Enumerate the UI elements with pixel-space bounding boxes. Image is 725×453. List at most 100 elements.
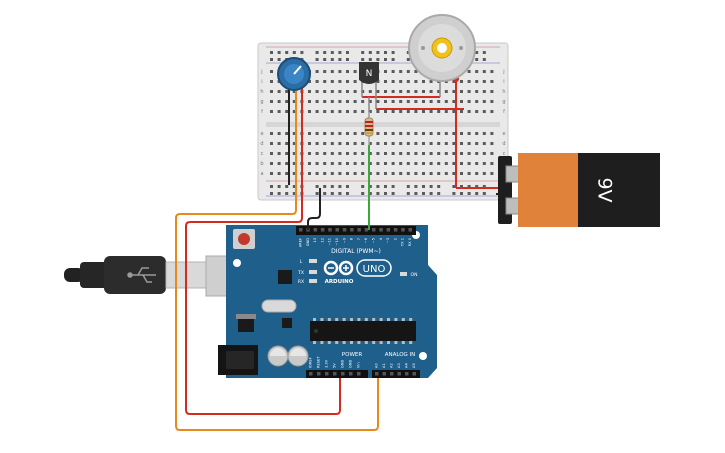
rail-hole (391, 192, 395, 195)
breadboard-hole (368, 90, 372, 93)
row-letter: g (260, 99, 263, 105)
chip-pin (313, 341, 316, 344)
breadboard-hole (482, 80, 486, 83)
rail-hole (429, 192, 433, 195)
breadboard-hole (429, 100, 433, 103)
breadboard-hole (414, 100, 418, 103)
breadboard-hole (490, 142, 494, 145)
breadboard-hole (277, 142, 281, 145)
breadboard-hole (475, 80, 479, 83)
breadboard-hole (482, 90, 486, 93)
breadboard-hole (422, 110, 425, 113)
breadboard-hole (338, 100, 342, 103)
breadboard-hole (391, 90, 395, 93)
breadboard-hole (308, 152, 311, 155)
chip-pin (364, 341, 368, 344)
breadboard-hole (330, 110, 334, 113)
analog-pin (382, 372, 386, 376)
rail-hole (285, 51, 289, 54)
breadboard-hole (444, 152, 448, 155)
breadboard-hole (399, 110, 403, 113)
usb-icon (127, 267, 156, 283)
breadboard-hole (353, 110, 357, 113)
breadboard-hole (460, 162, 463, 165)
breadboard-hole (323, 132, 327, 135)
breadboard-hole (422, 100, 425, 103)
breadboard-hole (429, 80, 433, 83)
breadboard-hole (315, 152, 319, 155)
breadboard-hole (406, 132, 410, 135)
reset-button-cap[interactable] (238, 233, 250, 245)
rail-hole (292, 192, 296, 195)
power-pin-label: GND (341, 360, 345, 368)
breadboard-hole (460, 172, 463, 175)
breadboard-hole (384, 162, 387, 165)
breadboard-hole (308, 172, 311, 175)
row-letter: h (502, 89, 505, 95)
breadboard-hole (391, 162, 395, 165)
digital-pin-label: ~9 (342, 237, 346, 243)
chip-pin (394, 341, 398, 344)
breadboard-hole (429, 132, 433, 135)
breadboard-hole (406, 80, 410, 83)
row-letter: d (260, 141, 263, 147)
rail-hole (376, 185, 380, 188)
breadboard-hole (285, 110, 289, 113)
battery-voltage-label: 9V (594, 177, 616, 202)
rail-hole (315, 51, 319, 54)
rail-hole (368, 51, 372, 54)
breadboard-hole (277, 132, 281, 135)
breadboard-hole (292, 152, 296, 155)
breadboard-hole (323, 100, 327, 103)
breadboard-hole (376, 90, 380, 93)
breadboard-hole (399, 152, 403, 155)
rail-hole (361, 192, 365, 195)
breadboard-hole (346, 80, 349, 83)
rail-hole (414, 185, 418, 188)
rail-hole (391, 51, 395, 54)
breadboard-hole (292, 162, 296, 165)
breadboard-hole (467, 152, 471, 155)
resistor (364, 112, 374, 145)
rail-hole (475, 51, 479, 54)
breadboard-hole (452, 80, 456, 83)
rail-hole (482, 58, 486, 61)
digital-pin-label: 8 (350, 237, 354, 240)
breadboard-hole (270, 70, 273, 73)
breadboard-hole (308, 90, 311, 93)
breadboard-hole (475, 70, 479, 73)
breadboard-hole (330, 70, 334, 73)
breadboard-hole (475, 152, 479, 155)
digital-pin-label: RX 0 (408, 237, 412, 246)
analog-pin-label: A0 (375, 363, 379, 368)
breadboard-hole (406, 110, 410, 113)
row-letter: i (503, 79, 504, 85)
breadboard-hole (323, 152, 327, 155)
breadboard-hole (330, 132, 334, 135)
digital-pin-label: ~3 (386, 238, 390, 243)
breadboard-hole (437, 110, 441, 113)
breadboard-hole (361, 132, 365, 135)
breadboard-hole (391, 80, 395, 83)
analog-pin (390, 372, 394, 376)
led-on (400, 272, 407, 276)
breadboard-hole (384, 152, 387, 155)
rail-hole (270, 185, 273, 188)
row-letter: f (503, 109, 505, 115)
breadboard-hole (452, 90, 456, 93)
power-header-label: POWER (342, 352, 363, 358)
breadboard-hole (338, 110, 342, 113)
breadboard-hole (482, 110, 486, 113)
capacitor-top (290, 348, 306, 356)
breadboard-hole (368, 142, 372, 145)
chip-pin (394, 318, 398, 321)
breadboard-hole (308, 162, 311, 165)
breadboard-hole (270, 132, 273, 135)
digital-pin (401, 228, 405, 232)
power-pin (357, 372, 361, 376)
battery-label-orange (518, 153, 582, 227)
digital-pin (313, 228, 318, 232)
breadboard-hole (368, 172, 372, 175)
breadboard-hole (399, 142, 403, 145)
